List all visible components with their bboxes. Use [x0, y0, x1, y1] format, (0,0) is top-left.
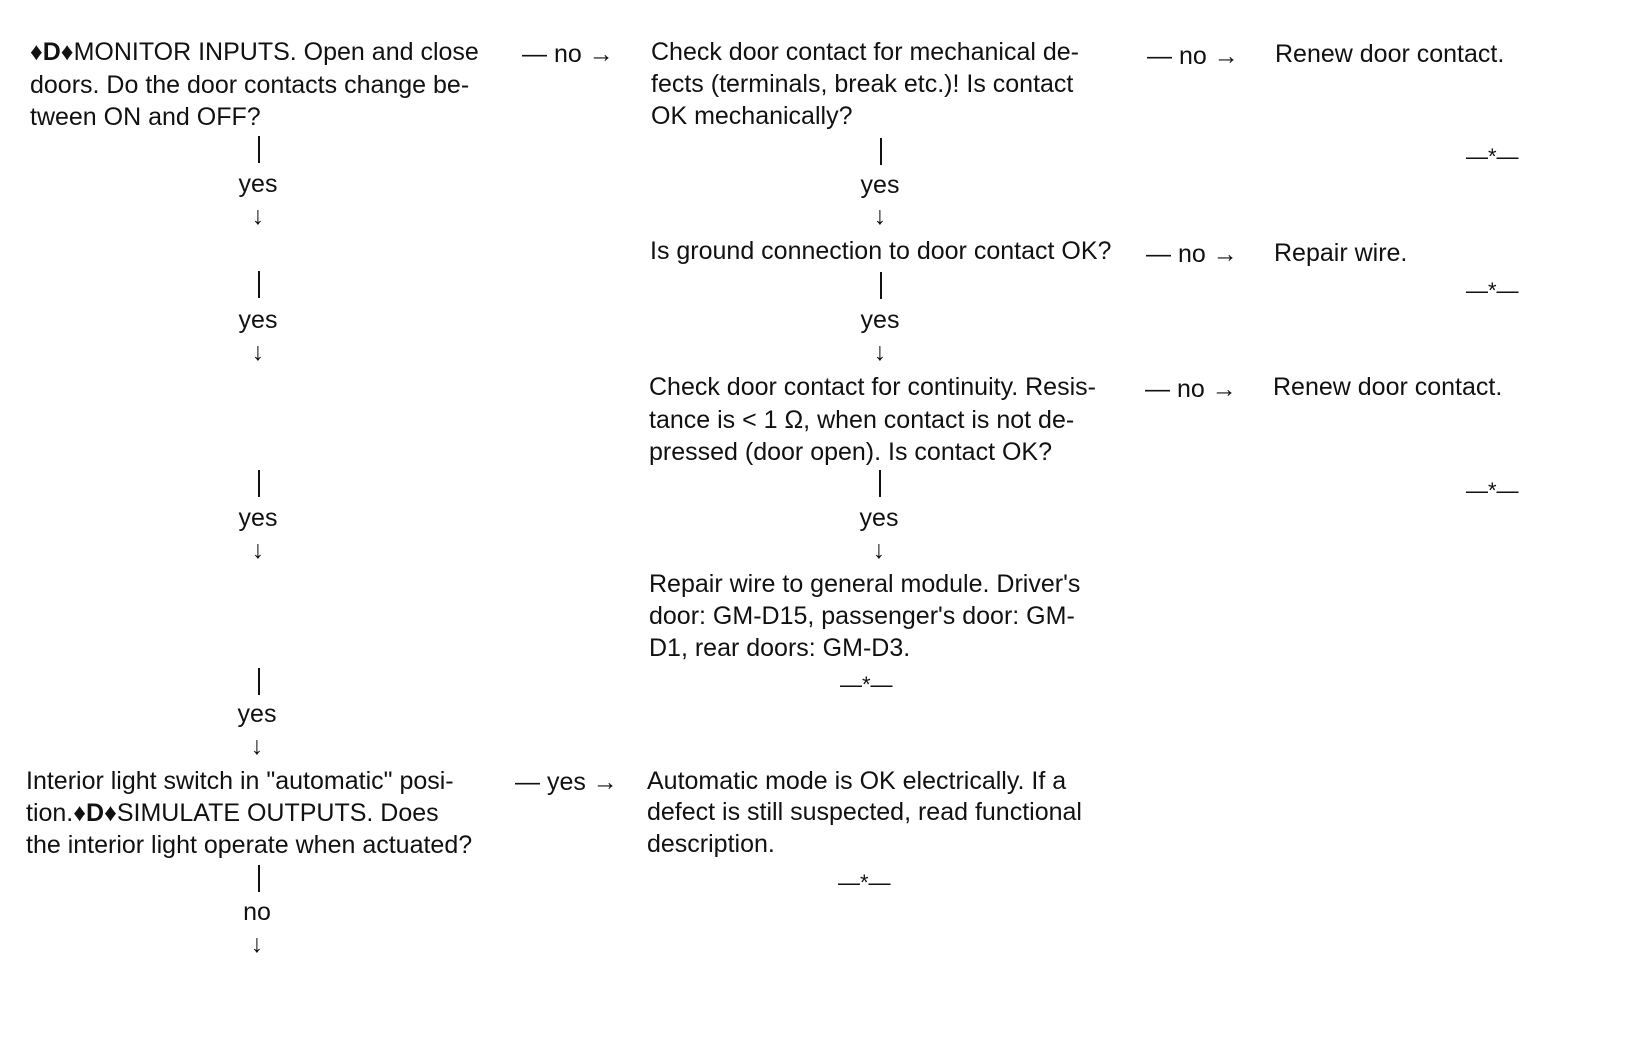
action-renew-contact: Renew door contact. — [1273, 373, 1503, 401]
step1-line1: MONITOR INPUTS. Open and close — [73, 38, 479, 66]
down-arrow-icon: ↓ — [873, 202, 887, 230]
r2-line3: description. — [647, 830, 775, 858]
step1-text: ♦D♦MONITOR INPUTS. Open and close — [30, 36, 479, 69]
yes-label: yes — [859, 504, 899, 532]
end-marker: —*— — [840, 672, 893, 697]
step2-line2: tion.♦D♦SIMULATE OUTPUTS. Does — [26, 797, 439, 830]
no-arrow: — no → — [1146, 240, 1238, 268]
action-repair-wire: Repair wire. — [1274, 239, 1408, 267]
r1-line1: Repair wire to general module. Driver's — [649, 570, 1081, 598]
no-label: no — [243, 898, 271, 926]
step2-line3: the interior light operate when actuated… — [26, 831, 473, 859]
end-marker: —*— — [838, 870, 891, 895]
down-arrow-icon: ↓ — [250, 732, 264, 760]
end-marker: —*— — [1466, 278, 1519, 303]
r2-line2: defect is still suspected, read function… — [647, 798, 1082, 826]
down-arrow-icon: ↓ — [873, 338, 887, 366]
q2-text: Is ground connection to door contact OK? — [650, 237, 1112, 265]
down-arrow-icon: ↓ — [251, 202, 265, 230]
flow-line — [258, 865, 260, 892]
no-arrow: — no → — [1147, 42, 1239, 70]
down-arrow-icon: ↓ — [250, 930, 264, 958]
end-marker: —*— — [1466, 478, 1519, 503]
yes-label: yes — [860, 171, 900, 199]
flow-line — [880, 138, 882, 165]
down-arrow-icon: ↓ — [251, 536, 265, 564]
flow-line — [879, 470, 881, 497]
flow-line — [258, 470, 260, 497]
q1-line2: fects (terminals, break etc.)! Is contac… — [651, 70, 1074, 98]
action-renew-contact: Renew door contact. — [1275, 40, 1505, 68]
yes-label: yes — [237, 700, 277, 728]
r2-line1: Automatic mode is OK electrically. If a — [647, 767, 1067, 795]
flow-line — [880, 272, 882, 299]
flow-line — [258, 271, 260, 298]
end-marker: —*— — [1466, 144, 1519, 169]
step2-line2-rest: SIMULATE OUTPUTS. Does — [116, 799, 439, 827]
r1-line2: door: GM-D15, passenger's door: GM- — [649, 602, 1075, 630]
no-arrow: — no → — [522, 40, 614, 68]
down-arrow-icon: ↓ — [251, 338, 265, 366]
step1-line2: doors. Do the door contacts change be- — [30, 71, 470, 99]
no-arrow: — no → — [1145, 375, 1237, 403]
flow-line — [258, 668, 260, 695]
step2-line2-text: tion. — [26, 799, 74, 827]
yes-label: yes — [860, 306, 900, 334]
step1-line3: tween ON and OFF? — [30, 103, 261, 131]
flow-line — [258, 136, 260, 163]
diamond-d-marker: ♦D♦ — [73, 799, 117, 827]
r1-line3: D1, rear doors: GM-D3. — [649, 634, 911, 662]
q3-line1: Check door contact for continuity. Resis… — [649, 373, 1096, 401]
step2-line1: Interior light switch in "automatic" pos… — [26, 767, 454, 795]
q3-line2: tance is < 1 Ω, when contact is not de- — [649, 406, 1075, 434]
q3-line3: pressed (door open). Is contact OK? — [649, 438, 1052, 466]
diamond-d-marker: ♦D♦ — [30, 38, 74, 66]
down-arrow-icon: ↓ — [872, 536, 886, 564]
yes-label: yes — [238, 504, 278, 532]
q1-line3: OK mechanically? — [651, 102, 853, 130]
yes-label: yes — [238, 170, 278, 198]
q1-line1: Check door contact for mechanical de- — [651, 38, 1079, 66]
yes-arrow: — yes → — [515, 768, 618, 796]
yes-label: yes — [238, 306, 278, 334]
